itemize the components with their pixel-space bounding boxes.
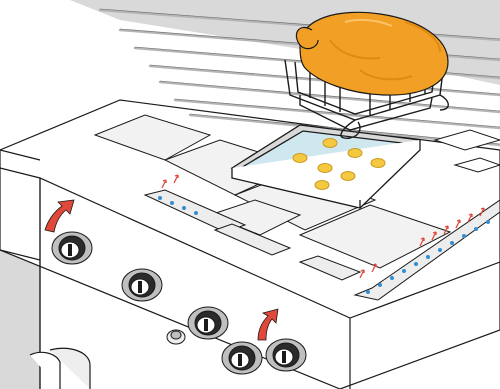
rail-accents	[433, 129, 500, 173]
large-heat-arrow-icon	[44, 199, 279, 341]
control-knob-icon	[187, 306, 229, 340]
control-knob-icon	[221, 341, 263, 375]
heat-arrow-icon	[161, 174, 485, 279]
rotisserie-chicken-icon	[295, 11, 449, 96]
burner-flame-icon	[158, 196, 490, 294]
lemon-slice-icon	[292, 138, 386, 190]
igniter-button-icon	[166, 329, 186, 345]
rack-icon	[284, 54, 449, 139]
burner-tubes	[143, 189, 500, 301]
control-knob-icon	[121, 268, 163, 302]
control-panel	[0, 178, 91, 389]
control-knob-icon	[51, 231, 93, 265]
drip-pan-icon	[230, 124, 422, 209]
control-knob-icon	[265, 338, 307, 372]
